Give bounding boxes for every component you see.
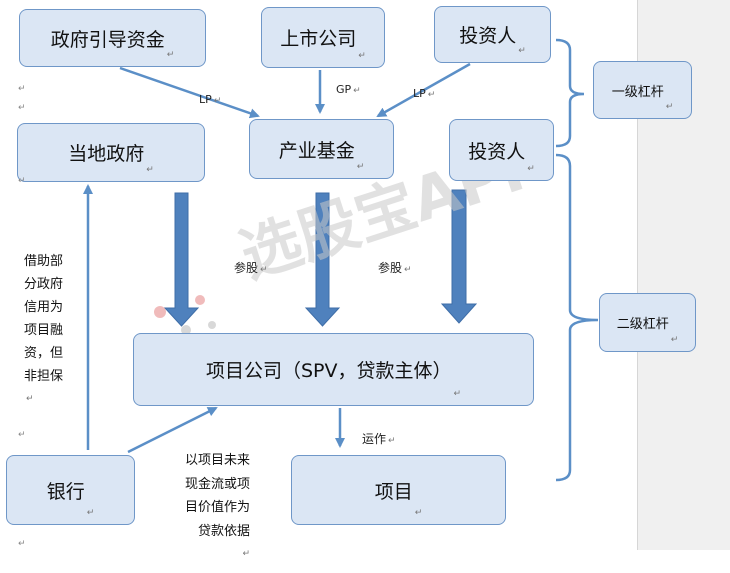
margin-paragraph-mark: ↵ — [18, 103, 26, 113]
node-government-fund: 政府引导资金↵ — [19, 9, 206, 67]
node-project-company: 项目公司（SPV，贷款主体）↵ — [133, 333, 534, 406]
arrow-investor-to-industry-fund — [376, 62, 471, 118]
node-bank-label: 银行 — [46, 480, 85, 503]
arrow-gov-fund-to-industry-fund — [119, 66, 260, 119]
node-bank: 银行↵ — [6, 455, 135, 525]
margin-paragraph-mark: ↵ — [18, 84, 26, 94]
node-investor-mid-label: 投资人 — [468, 140, 526, 163]
label-lp-right: LP↵ — [413, 87, 436, 100]
node-local-government: 当地政府↵ — [17, 123, 205, 182]
margin-paragraph-mark: ↵ — [18, 539, 26, 549]
brace-level2 — [555, 153, 599, 482]
node-project-company-label: 项目公司（SPV，贷款主体） — [205, 360, 452, 382]
big-arrow-industry-fund-to-spv — [304, 192, 341, 327]
node-level2-leverage-label: 二级杠杆 — [616, 317, 669, 332]
big-arrow-local-gov-to-spv — [163, 192, 200, 327]
brace-level1 — [555, 38, 585, 148]
node-level1-leverage: 一级杠杆↵ — [593, 61, 692, 119]
node-government-fund-label: 政府引导资金 — [50, 28, 165, 51]
connector-layer — [83, 38, 599, 482]
label-gp: GP↵ — [336, 83, 361, 96]
label-equity-right: 参股↵ — [378, 261, 412, 275]
node-level2-leverage: 二级杠杆↵ — [599, 293, 696, 352]
note-loan-basis: 以项目未来 现金流或项 目价值作为 贷款依据↵ — [184, 453, 250, 559]
node-listed-company: 上市公司↵ — [261, 7, 385, 68]
margin-paragraph-mark: ↵ — [18, 176, 26, 186]
node-local-government-label: 当地政府 — [68, 143, 145, 165]
arrow-bank-to-spv — [127, 406, 218, 454]
margin-paragraph-mark: ↵ — [18, 430, 26, 440]
big-arrow-investor-to-spv — [440, 189, 478, 324]
node-investor-top: 投资人↵ — [434, 6, 551, 63]
node-investor-mid: 投资人↵ — [449, 119, 554, 181]
node-project-label: 项目 — [374, 480, 413, 503]
node-project: 项目↵ — [291, 455, 506, 525]
note-government-credit: 借助部 分政府 信用为 项目融 资，但 非担保↵ — [24, 254, 64, 404]
node-industry-fund: 产业基金↵ — [249, 119, 394, 179]
node-level1-leverage-label: 一级杠杆 — [611, 84, 664, 100]
node-listed-company-label: 上市公司 — [280, 28, 357, 50]
node-investor-top-label: 投资人 — [459, 25, 517, 47]
label-operate: 运作↵ — [362, 432, 396, 446]
label-lp-left: LP↵ — [199, 93, 222, 106]
node-industry-fund-label: 产业基金 — [278, 139, 355, 162]
label-equity-left: 参股↵ — [234, 261, 268, 275]
